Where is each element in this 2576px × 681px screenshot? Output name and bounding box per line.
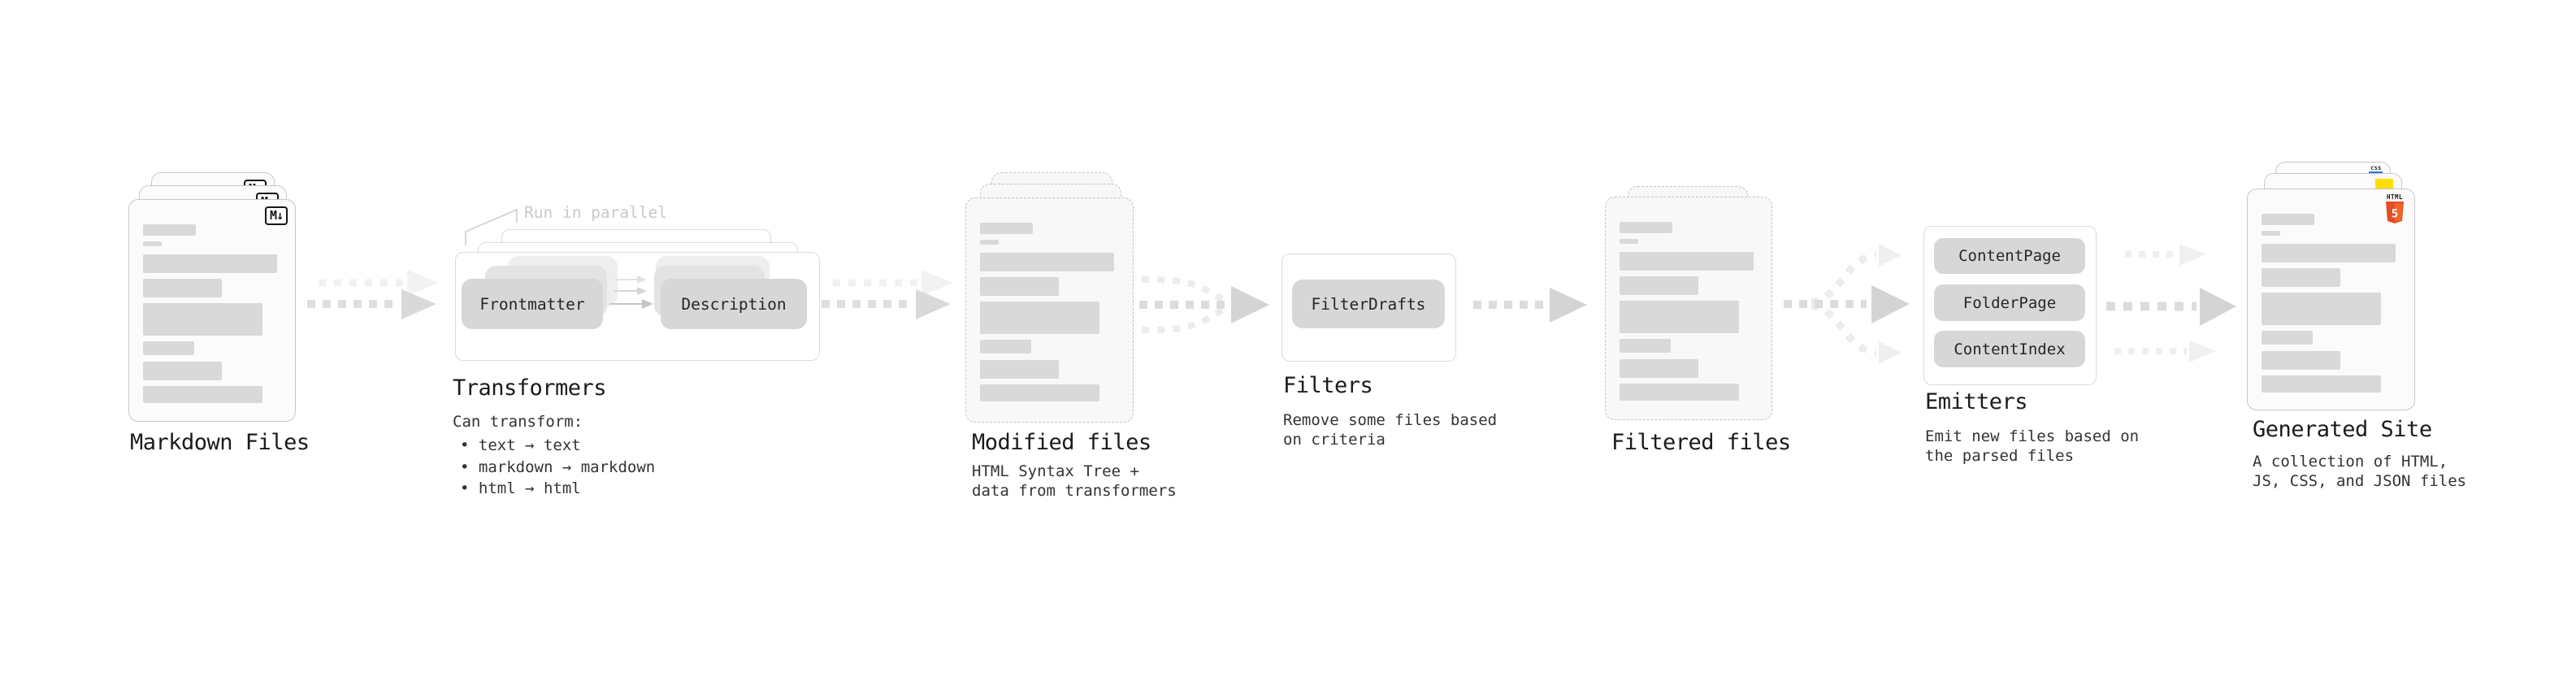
transformers-subtitle: Can transform: xyxy=(453,413,583,431)
emitters-description: Emit new files based on the parsed files xyxy=(1925,427,2140,465)
markdown-icon: M↓ xyxy=(264,206,288,225)
emitters-label: Emitters xyxy=(1925,389,2028,414)
generated-site-description: A collection of HTML, JS, CSS, and JSON … xyxy=(2253,453,2467,490)
doc-content-lines xyxy=(1606,197,1772,419)
filtered-file-card-front xyxy=(1605,197,1772,420)
fanout-arrow-filtered-to-emitters-icon xyxy=(1784,244,1910,364)
run-in-parallel-callout: Run in parallel xyxy=(524,203,668,222)
modified-files-description: HTML Syntax Tree + data from transformer… xyxy=(972,462,1177,500)
dashed-arrow-filters-to-filtered-icon xyxy=(1473,288,1587,323)
markdown-files-label: Markdown Files xyxy=(130,430,310,455)
dashed-arrow-markdown-to-transformers-icon xyxy=(307,270,439,319)
transformers-bullet-list: • text → text • markdown → markdown • ht… xyxy=(460,435,655,500)
filters-description: Remove some files based on criteria xyxy=(1283,411,1498,449)
doc-content-lines xyxy=(966,198,1133,422)
filterdrafts-pill: FilterDrafts xyxy=(1292,280,1445,328)
dashed-arrow-transformers-to-modified-icon xyxy=(822,270,953,319)
parallel-arrows-icon xyxy=(609,275,653,309)
markdown-file-card-front: M↓ xyxy=(128,199,296,422)
bullet-item: • text → text xyxy=(460,436,581,454)
transformers-label: Transformers xyxy=(453,375,607,401)
modified-file-card-front xyxy=(965,197,1134,423)
filters-label: Filters xyxy=(1283,373,1373,398)
folderpage-pill: FolderPage xyxy=(1934,284,2085,321)
contentpage-pill: ContentPage xyxy=(1934,238,2085,274)
description-pill: Description xyxy=(661,279,807,329)
merge-arrow-modified-to-filters-icon xyxy=(1139,276,1269,333)
doc-content-lines xyxy=(129,200,295,421)
generated-site-label: Generated Site xyxy=(2253,417,2432,442)
bullet-item: • markdown → markdown xyxy=(460,458,656,476)
html5-icon: HTML 5 xyxy=(2384,194,2405,223)
svg-text:5: 5 xyxy=(2392,208,2398,221)
generated-file-card-html: HTML 5 xyxy=(2247,189,2415,410)
filtered-files-label: Filtered files xyxy=(1611,430,1791,455)
bullet-item: • html → html xyxy=(460,479,581,497)
dashed-arrows-emitters-to-generated-icon xyxy=(2106,244,2236,362)
modified-files-label: Modified files xyxy=(972,430,1151,455)
callout-line-icon xyxy=(465,208,518,245)
contentindex-pill: ContentIndex xyxy=(1934,331,2085,367)
doc-content-lines xyxy=(2248,189,2414,410)
frontmatter-pill: Frontmatter xyxy=(462,279,603,329)
